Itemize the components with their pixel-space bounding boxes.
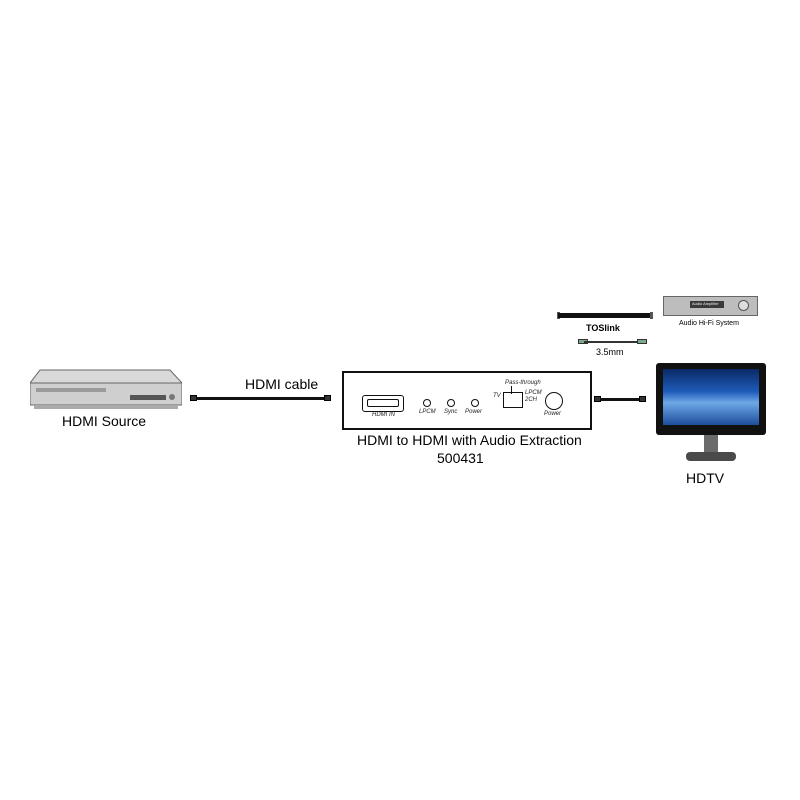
amplifier-display-text: Audio Amplifier	[692, 301, 719, 306]
toslink-label: TOSlink	[586, 323, 620, 333]
sync-led-label: Sync	[444, 409, 458, 415]
lpcm-led	[423, 399, 431, 407]
hdmi-plug-right	[324, 395, 331, 401]
hdmi-cable-label: HDMI cable	[245, 376, 319, 392]
audio-cable-icon	[584, 341, 644, 343]
tv-screen	[663, 369, 759, 425]
hdmi-in-port	[362, 395, 404, 412]
toslink-connector-right	[650, 312, 653, 319]
tv-stand-base	[686, 452, 736, 461]
amplifier-knob	[738, 300, 749, 311]
extractor-model-label: 500431	[437, 450, 484, 466]
audio-system-label: Audio Hi-Fi System	[679, 320, 739, 327]
hdmi-cable-tv-icon	[600, 398, 644, 401]
audio-mode-switch	[503, 392, 523, 408]
power-button	[545, 392, 563, 410]
extractor-name-label: HDMI to HDMI with Audio Extraction	[357, 432, 582, 448]
lpcm-led-label: LPCM	[419, 409, 436, 415]
power-button-label: Power	[544, 411, 562, 417]
dvd-player-icon	[30, 369, 182, 409]
hdmi-plug-tv-right	[639, 396, 646, 402]
switch-right-label-2: 2CH	[525, 397, 538, 403]
hdmi-cable-icon	[196, 397, 326, 400]
switch-right-label-1: LPCM	[525, 390, 542, 396]
switch-top-label: Pass-through	[505, 380, 541, 386]
hdmi-in-label: HDMI IN	[372, 412, 395, 418]
switch-left-label: TV	[493, 393, 501, 399]
audio-jack-right	[637, 339, 647, 344]
power-led	[471, 399, 479, 407]
power-led-label: Power	[465, 409, 483, 415]
amplifier-display	[690, 301, 724, 308]
mm35-label: 3.5mm	[596, 347, 624, 357]
hdmi-source-label: HDMI Source	[62, 413, 147, 429]
switch-tick	[511, 386, 512, 394]
toslink-cable-icon	[558, 313, 652, 318]
hdtv-label: HDTV	[686, 470, 725, 486]
tv-stand-neck	[704, 435, 718, 453]
hdmi-port-inner	[367, 399, 399, 407]
sync-led	[447, 399, 455, 407]
